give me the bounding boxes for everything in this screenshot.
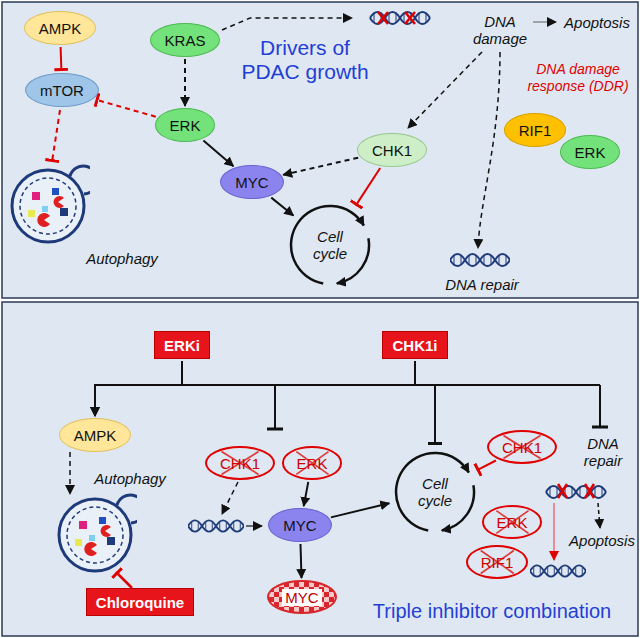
inhibited-ellipse: CHK1	[487, 430, 557, 464]
node-label: KRAS	[165, 32, 206, 49]
node-label: Cell cycle	[301, 228, 359, 262]
kinase-ellipse: ERK	[155, 108, 216, 142]
node-label: CHK1i	[392, 337, 437, 354]
process-label: Apoptosis	[564, 14, 630, 31]
inhibited-ellipse: ERK	[282, 446, 343, 480]
transcription-factor-ellipse: MYC	[220, 165, 283, 199]
process-label: Autophagy	[86, 250, 158, 267]
node-label: CHK1	[502, 439, 542, 456]
node-label: AMPK	[39, 20, 82, 37]
degraded-ellipse: MYC	[267, 580, 336, 614]
oncogene-ellipse: KRAS	[150, 23, 221, 57]
activation-connector	[95, 361, 182, 416]
activation-connector	[283, 158, 358, 175]
kinase-ellipse: AMPK	[59, 418, 132, 452]
transcription-factor-ellipse: MYC	[268, 508, 331, 542]
kinase-ellipse: CHK1	[357, 133, 427, 167]
node-label: RIF1	[519, 122, 552, 139]
node-label: CHK1	[372, 142, 412, 159]
inhibition-connector	[356, 168, 381, 206]
node-label: ERK	[497, 514, 528, 531]
activation-connector	[301, 544, 302, 578]
kinase-ellipse: AMPK	[24, 11, 97, 45]
node-label: AMPK	[74, 427, 117, 444]
activation-connector	[271, 198, 293, 216]
activation-connector	[95, 361, 415, 416]
node-label: ERK	[297, 455, 328, 472]
node-label: ERK	[170, 117, 201, 134]
inhibited-ellipse: CHK1	[205, 446, 275, 480]
node-label: RIF1	[481, 554, 514, 571]
node-label: MYC	[282, 589, 321, 606]
cell-cycle: Cell cycle	[285, 200, 375, 290]
node-label: ERK	[575, 144, 606, 161]
inhibition-connector	[182, 361, 435, 445]
kinase-ellipse: ERK	[560, 135, 621, 169]
activation-connector	[304, 482, 309, 506]
node-label: MYC	[283, 517, 316, 534]
inhibition-connector	[477, 461, 496, 471]
node-label: Cell cycle	[406, 475, 464, 509]
kinase-ellipse: mTOR	[25, 73, 99, 107]
process-label: DNA damage	[469, 13, 531, 47]
panel-title: Triple inhibitor combination	[373, 599, 611, 623]
inhibition-connector	[96, 100, 156, 117]
node-label: Chloroquine	[96, 594, 184, 611]
node-label: CHK1	[220, 455, 260, 472]
process-label: Autophagy	[94, 470, 166, 487]
inhibited-ellipse: ERK	[482, 505, 543, 539]
process-label: DNA damage response (DDR)	[519, 61, 637, 95]
cell-cycle: Cell cycle	[390, 447, 480, 537]
inhibitor-box: CHK1i	[382, 331, 447, 359]
inhibited-ellipse: RIF1	[466, 545, 529, 579]
node-label: ERKi	[164, 337, 200, 354]
protein-ellipse: RIF1	[504, 113, 567, 147]
inhibitor-box: ERKi	[154, 331, 210, 359]
inhibition-connector	[415, 361, 435, 445]
panel-title: Drivers of PDAC growth	[230, 36, 380, 84]
node-label: mTOR	[40, 82, 84, 99]
process-label: Apoptosis	[569, 532, 635, 549]
inhibitor-box: Chloroquine	[86, 588, 194, 616]
activation-connector	[184, 59, 186, 106]
process-label: DNA repair	[445, 276, 519, 293]
inhibition-connector	[60, 47, 63, 71]
activation-connector	[331, 503, 389, 517]
node-label: MYC	[235, 174, 268, 191]
process-label: DNA repair	[577, 435, 629, 469]
activation-connector	[203, 141, 233, 167]
